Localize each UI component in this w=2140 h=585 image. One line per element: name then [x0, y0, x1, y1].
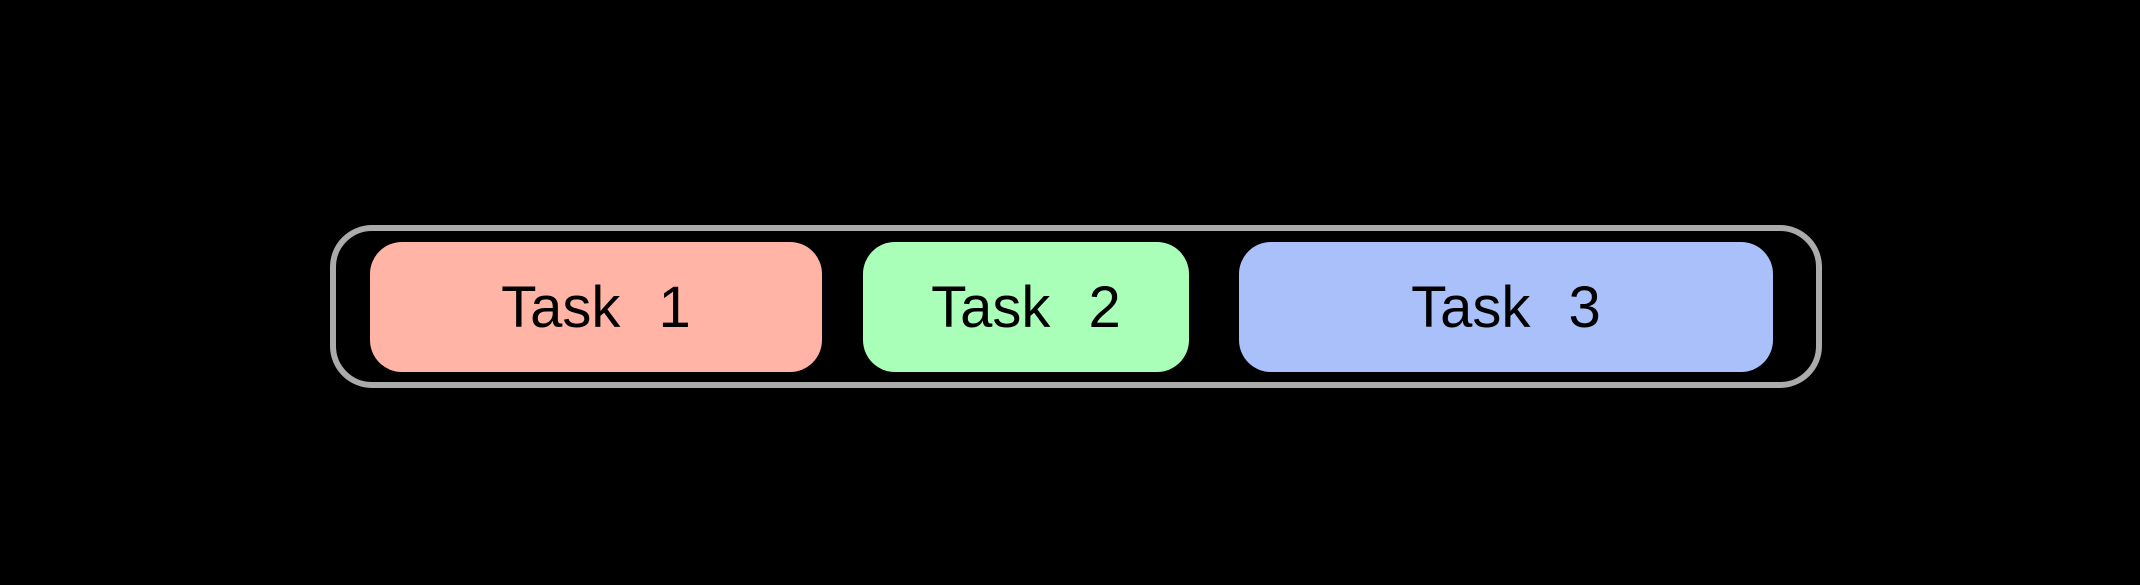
task-node-3: Task 3 [1239, 242, 1773, 372]
task-group-container: Task 1 Task 2 Task 3 [330, 225, 1822, 388]
task-node-1: Task 1 [370, 242, 822, 372]
task-node-2: Task 2 [863, 242, 1189, 372]
